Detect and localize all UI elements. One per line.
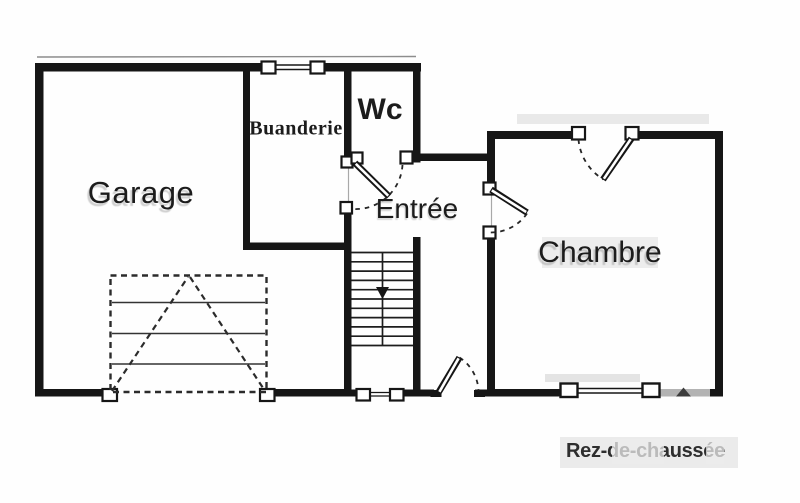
chambre-entry-door-swing-icon <box>482 181 529 240</box>
wc-door-swing-icon <box>350 150 414 210</box>
walls <box>35 63 723 397</box>
chambre-top-door-swing-icon <box>570 125 640 182</box>
room-label-wc: Wc <box>357 93 403 126</box>
window-symbol-hall <box>355 387 405 402</box>
room-label-buanderie: Buanderie <box>249 117 343 140</box>
scan-fade-overlay <box>612 439 664 464</box>
room-label-chambre: Chambre <box>538 236 662 269</box>
window-symbol-top <box>260 60 326 75</box>
room-label-garage: Garage <box>87 175 195 210</box>
scan-fade-overlay <box>706 439 724 464</box>
staircase-symbol <box>351 251 413 347</box>
exterior-door-swing-icon <box>430 355 485 397</box>
window-symbol-chambre <box>559 382 661 399</box>
room-label-entree: Entrée <box>375 193 459 224</box>
garage-door-symbol <box>101 274 276 403</box>
buanderie-doorway-icon <box>339 155 354 215</box>
